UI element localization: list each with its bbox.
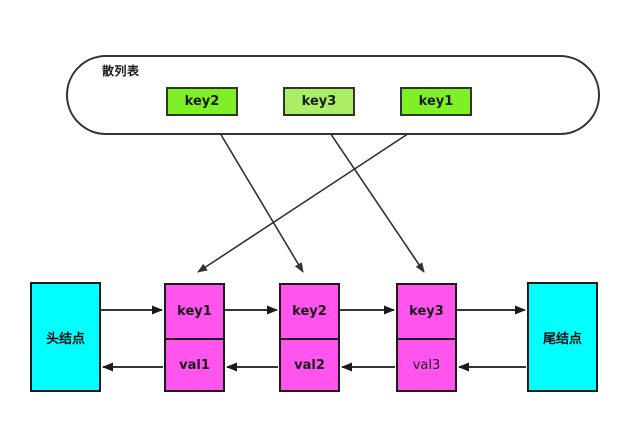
hash-slot-key2[interactable]: key2 bbox=[166, 87, 238, 116]
node-val-label: val1 bbox=[179, 357, 210, 373]
hash-slot-key1[interactable]: key1 bbox=[400, 87, 472, 116]
node-key-cell: key3 bbox=[396, 283, 457, 340]
hash-slot-label: key2 bbox=[184, 94, 220, 109]
node-val-label: val2 bbox=[294, 357, 325, 373]
mapping-arrow-key2 bbox=[210, 117, 304, 273]
node-key-label: key1 bbox=[177, 304, 212, 319]
tail-node-label: 尾结点 bbox=[542, 331, 582, 347]
head-node[interactable]: 头结点 bbox=[30, 282, 101, 392]
node-val-cell: val1 bbox=[164, 338, 225, 392]
node-val-cell: val2 bbox=[279, 338, 340, 392]
hash-slot-key3[interactable]: key3 bbox=[283, 87, 355, 116]
node-val-label: val3 bbox=[412, 357, 441, 373]
hash-table-label: 散列表 bbox=[102, 64, 140, 78]
node-val-cell: val3 bbox=[396, 338, 457, 392]
head-node-label: 头结点 bbox=[45, 331, 85, 347]
list-node-2[interactable]: key2 val2 bbox=[279, 283, 340, 392]
mapping-arrow-key3 bbox=[319, 117, 425, 273]
hash-slot-label: key3 bbox=[301, 94, 337, 109]
node-key-label: key3 bbox=[409, 304, 444, 319]
node-key-cell: key2 bbox=[279, 283, 340, 340]
mapping-arrow-key1 bbox=[197, 117, 433, 273]
node-key-cell: key1 bbox=[164, 283, 225, 340]
node-key-label: key2 bbox=[292, 304, 327, 319]
hash-slot-label: key1 bbox=[418, 94, 454, 109]
list-node-3[interactable]: key3 val3 bbox=[396, 283, 457, 392]
tail-node[interactable]: 尾结点 bbox=[527, 282, 598, 392]
list-node-1[interactable]: key1 val1 bbox=[164, 283, 225, 392]
